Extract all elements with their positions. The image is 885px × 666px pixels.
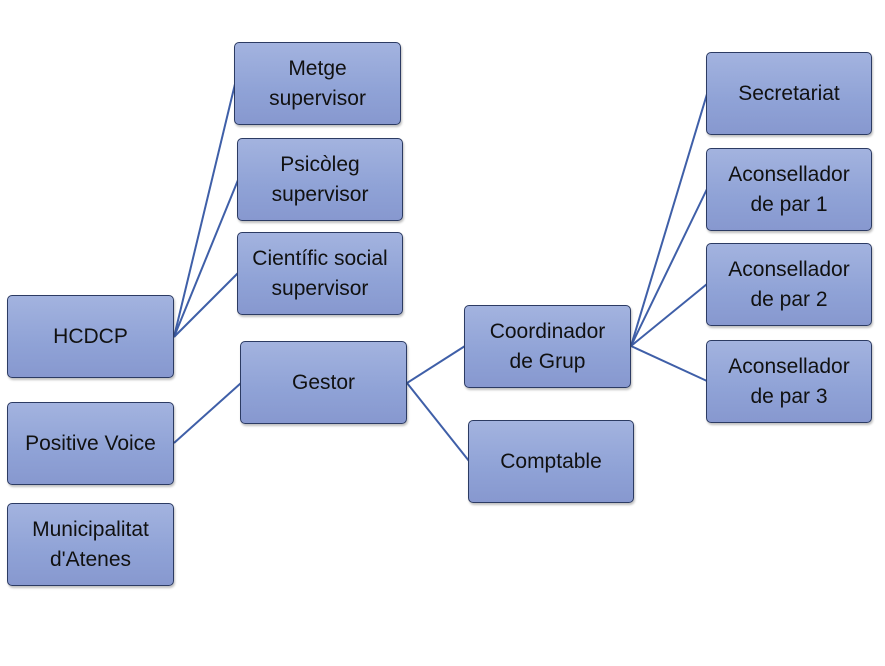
connector-positive-voice-gestor	[173, 382, 242, 444]
node-aconsellador-de-par-2: Aconsellador de par 2	[706, 243, 872, 326]
node-hcdcp: HCDCP	[7, 295, 174, 378]
node-aconsellador-de-par-1: Aconsellador de par 1	[706, 148, 872, 231]
connector-coordinador-aconsellador3	[630, 345, 708, 382]
connector-hcdcp-psicoleg	[173, 179, 239, 338]
connector-hcdcp-cientific	[173, 272, 239, 338]
connector-gestor-coordinador	[406, 345, 466, 384]
connector-coordinador-aconsellador1	[630, 188, 708, 347]
connector-coordinador-secretariat	[630, 93, 708, 347]
node-cientific-social-supervisor: Científic social supervisor	[237, 232, 403, 315]
node-coordinador-de-grup: Coordinador de Grup	[464, 305, 631, 388]
node-gestor: Gestor	[240, 341, 407, 424]
node-metge-supervisor: Metge supervisor	[234, 42, 401, 125]
node-secretariat: Secretariat	[706, 52, 872, 135]
node-positive-voice: Positive Voice	[7, 402, 174, 485]
connector-hcdcp-metge	[173, 83, 236, 338]
connector-coordinador-aconsellador2	[630, 283, 708, 347]
connector-gestor-comptable	[406, 382, 470, 462]
node-psicoleg-supervisor: Psicòleg supervisor	[237, 138, 403, 221]
node-municipalitat-atenes: Municipalitat d'Atenes	[7, 503, 174, 586]
node-comptable: Comptable	[468, 420, 634, 503]
node-aconsellador-de-par-3: Aconsellador de par 3	[706, 340, 872, 423]
